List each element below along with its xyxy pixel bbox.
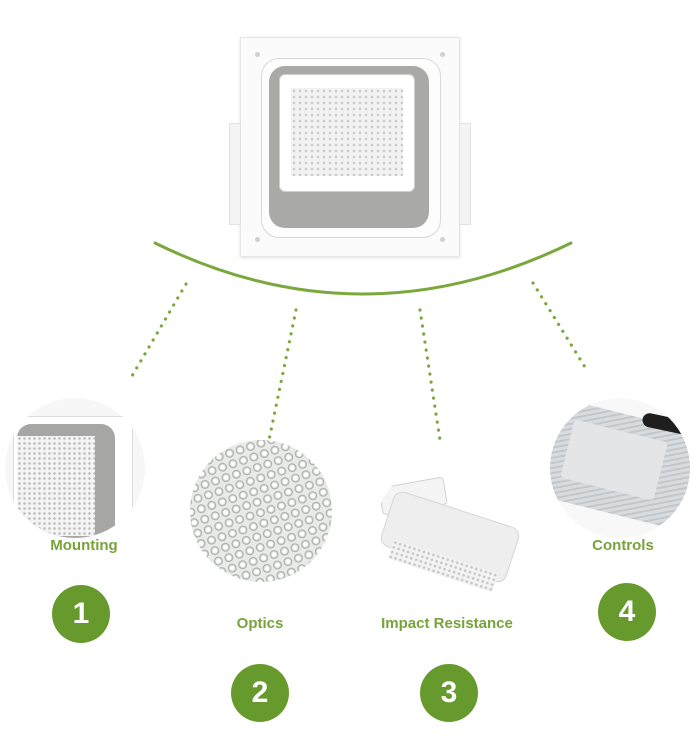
mounting-bracket-right bbox=[459, 123, 471, 225]
screw-icon bbox=[255, 237, 260, 242]
feature-number-badge-1: 1 bbox=[52, 585, 110, 643]
screw-icon bbox=[440, 52, 445, 57]
screw-icon bbox=[440, 237, 445, 242]
impact-resistance-closeup-image bbox=[374, 460, 522, 608]
mounting-bracket-left bbox=[229, 123, 241, 225]
feature-number-badge-3: 3 bbox=[420, 664, 478, 722]
feature-label-impact-resistance: Impact Resistance bbox=[381, 615, 513, 632]
feature-label-optics: Optics bbox=[236, 615, 284, 632]
mounting-closeup-image bbox=[5, 398, 145, 538]
connector-dots-controls bbox=[531, 281, 590, 374]
feature-label-controls: Controls bbox=[592, 537, 654, 554]
led-optics-closeup-image bbox=[190, 440, 332, 582]
feature-label-mounting: Mounting bbox=[50, 537, 118, 554]
driver-controls-closeup-image bbox=[550, 398, 690, 538]
feature-number-badge-4: 4 bbox=[598, 583, 656, 641]
connector-dots-impact-resistance bbox=[418, 308, 442, 442]
led-array bbox=[291, 88, 403, 176]
luminaire-product-image bbox=[229, 37, 471, 257]
connector-dots-mounting bbox=[130, 282, 188, 378]
feature-number-badge-2: 2 bbox=[231, 664, 289, 722]
connector-dots-optics bbox=[267, 308, 298, 442]
screw-icon bbox=[255, 52, 260, 57]
